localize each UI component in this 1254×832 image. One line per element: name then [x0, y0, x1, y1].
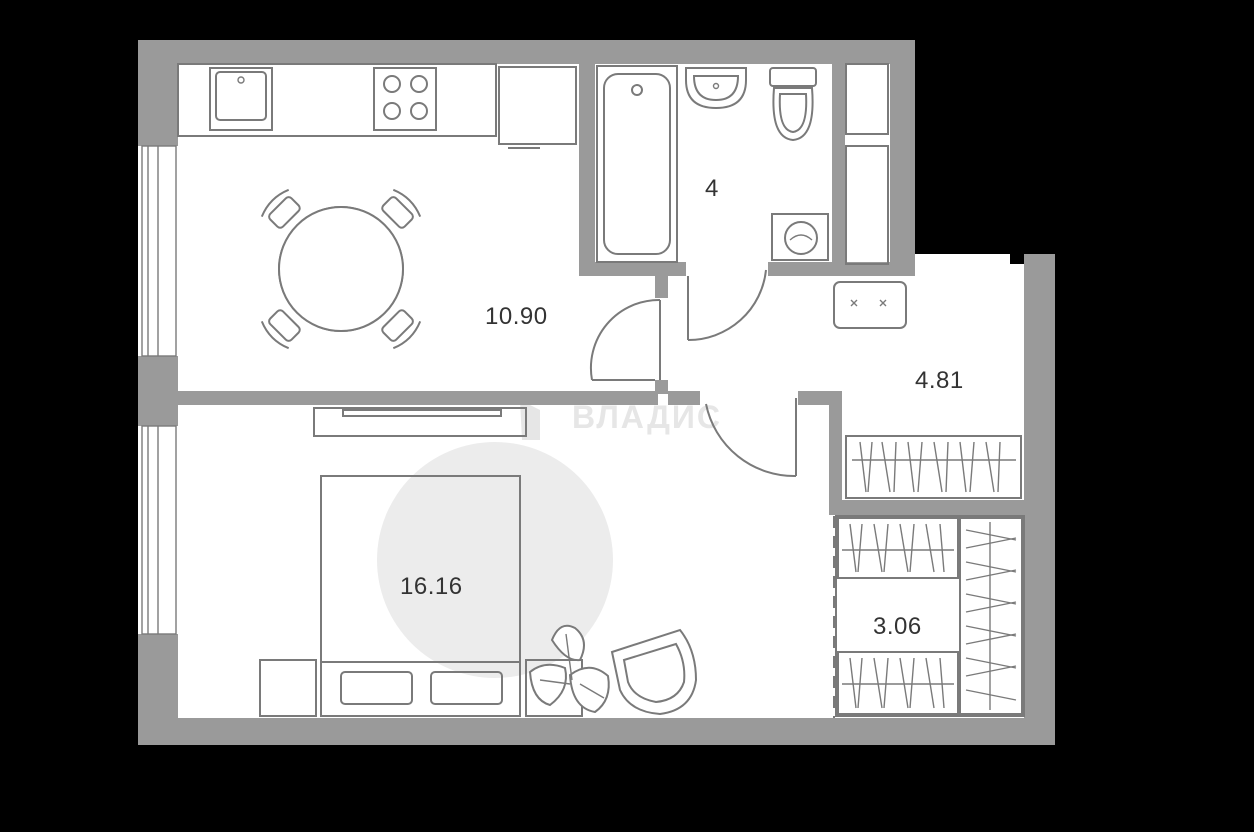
washbasin-icon — [685, 67, 747, 110]
fridge-icon — [498, 66, 577, 145]
room-area-hallway: 4.81 — [915, 367, 964, 394]
toilet-icon — [769, 67, 817, 87]
bathtub-icon — [596, 65, 678, 263]
stove-icon — [373, 67, 437, 131]
room-area-bathroom: 4 — [705, 175, 719, 202]
plant-icon — [528, 624, 610, 714]
pillow-icon — [430, 671, 503, 705]
storage-shelves — [845, 63, 889, 265]
kitchen-furniture — [177, 63, 577, 149]
bathroom-fixtures — [596, 65, 829, 263]
walls — [138, 40, 1055, 745]
doors — [589, 269, 797, 478]
windows — [141, 145, 177, 635]
wardrobe-icon — [845, 435, 1022, 499]
bed-icon — [320, 475, 521, 717]
room-area-kitchen: 10.90 — [485, 303, 548, 330]
bedroom-furniture — [259, 407, 698, 717]
closet-furniture — [833, 515, 1025, 718]
nightstand-icon — [259, 659, 317, 717]
dining-table-icon — [260, 188, 422, 350]
room-labels: 10.90 4 4.81 16.16 3.06 — [400, 175, 964, 640]
hallway-furniture — [833, 281, 1022, 499]
hallway-bench-icon — [833, 281, 907, 329]
armchair-icon — [610, 628, 698, 716]
washing-machine-icon — [771, 213, 829, 261]
pillow-icon — [340, 671, 413, 705]
tv-stand-icon — [313, 407, 527, 437]
room-area-closet: 3.06 — [873, 613, 922, 640]
kitchen-sink-icon — [209, 67, 273, 131]
room-area-bedroom: 16.16 — [400, 573, 463, 600]
